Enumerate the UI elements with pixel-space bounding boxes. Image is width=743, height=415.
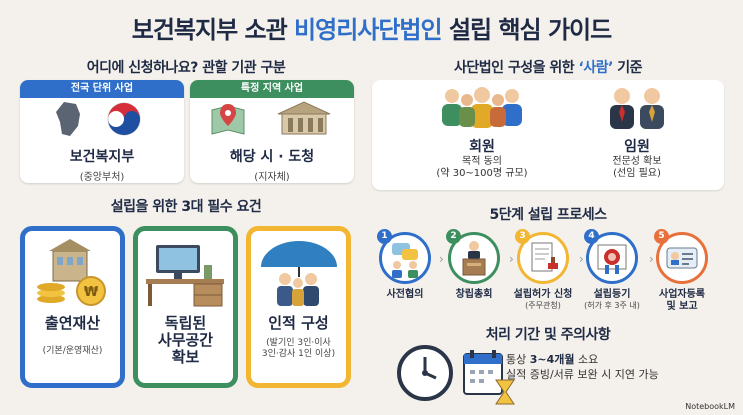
step-number: 2 — [446, 229, 461, 244]
step-label: 창립총회 — [455, 289, 493, 300]
step-label: 설립등기 — [593, 289, 631, 300]
arrow-right-icon: › — [579, 252, 584, 266]
brand-watermark: NotebookLM — [685, 402, 735, 411]
period-heading: 처리 기간 및 주의사항 — [485, 327, 611, 343]
arrow-right-icon: › — [439, 252, 444, 266]
korea-map-icon — [20, 98, 184, 140]
people-umbrella-icon — [251, 237, 346, 309]
requirement-title-line: 독립된 — [164, 314, 207, 332]
agency-heading: 어디에 신청하나요? 관할 기관 구분 — [86, 60, 286, 76]
requirement-note-line: 3인·감사 1인 이상) — [261, 349, 336, 359]
step-number: 4 — [584, 229, 599, 244]
title-prefix: 보건복지부 소관 — [131, 16, 295, 44]
agency-card-ministry: 전국 단위 사업 보건복지부 (중앙부처) — [20, 80, 184, 183]
step-number: 1 — [377, 229, 392, 244]
people-panel: 회원 목적 동의 (약 30~100명 규모) 임원 전문성 확보 (선임 필요… — [372, 80, 724, 190]
document-stamp-icon: 3 — [515, 229, 569, 284]
title-highlight: 비영리사단법인 — [294, 16, 443, 44]
requirements-heading: 설립을 위한 3대 필수 요건 — [110, 199, 262, 215]
people-heading: 사단법인 구성을 위한 ‘사람’ 기준 — [372, 57, 724, 77]
calendar-hourglass-icon — [460, 346, 516, 410]
requirement-title-line: 확보 — [171, 348, 200, 366]
requirement-title: 독립된 사무공간 확보 — [138, 315, 233, 366]
people-heading-suffix: 기준 — [612, 60, 643, 76]
people-heading-prefix: 사단법인 구성을 위한 — [453, 60, 579, 76]
chat-icon: 1 — [377, 229, 431, 284]
agency-name: 보건복지부 — [69, 149, 135, 165]
process-step-1: 1 사전협의 — [369, 229, 441, 301]
period-suffix: 소요 — [574, 353, 599, 366]
page-title: 보건복지부 소관 비영리사단법인 설립 핵심 가이드 — [0, 10, 743, 45]
period-line-2: 실적 증빙/서류 보완 시 지연 가능 — [506, 368, 659, 381]
period-prefix: 통상 — [506, 353, 530, 366]
crowd-icon — [412, 86, 552, 134]
people-group-officers: 임원 전문성 확보 (선임 필요) — [572, 86, 702, 180]
process-step-5: 5 사업자등록 및 보고 — [646, 229, 718, 313]
step-label: 설립허가 신청 — [513, 289, 573, 300]
step-label-line: 사업자등록 — [659, 289, 705, 300]
requirement-note: (발기인 3인·이사 3인·감사 1인 이상) — [251, 338, 346, 360]
people-group-name: 임원 — [624, 139, 650, 155]
svg-text:₩: ₩ — [84, 285, 99, 300]
process-step-4: 4 설립등기 (허가 후 3주 내) — [576, 229, 648, 311]
step-label-line: 및 보고 — [666, 301, 698, 312]
requirement-title: 인적 구성 — [268, 314, 329, 332]
step-note: (허가 후 3주 내) — [584, 301, 640, 310]
process-heading: 5단계 설립 프로세스 — [489, 207, 607, 223]
clock-icon — [396, 344, 454, 406]
arrow-right-icon: › — [509, 252, 514, 266]
office-desk-icon — [138, 237, 233, 309]
step-label: 사업자등록 및 보고 — [646, 289, 718, 313]
people-group-members: 회원 목적 동의 (약 30~100명 규모) — [412, 86, 552, 180]
podium-icon: 2 — [446, 229, 500, 284]
period-text: 통상 3~4개월 소요 실적 증빙/서류 보완 시 지연 가능 — [506, 352, 659, 382]
requirement-card-people: 인적 구성 (발기인 3인·이사 3인·감사 1인 이상) — [246, 226, 351, 388]
requirement-card-funds: ₩ 출연재산 (기본/운영재산) — [20, 226, 125, 388]
step-label: 사전협의 — [386, 289, 424, 300]
map-pin-icon — [190, 98, 354, 140]
step-number: 3 — [515, 229, 530, 244]
agency-name: 해당 시 · 도청 — [229, 149, 315, 165]
process-step-3: 3 설립허가 신청 (주무관청) — [507, 229, 579, 311]
people-group-desc: (약 30~100명 규모) — [436, 168, 528, 179]
people-heading-quote: ‘사람’ — [578, 60, 614, 76]
people-group-name: 회원 — [469, 139, 495, 155]
officers-icon — [572, 86, 702, 134]
people-group-desc: 전문성 확보 — [612, 156, 662, 167]
arrow-right-icon: › — [649, 252, 654, 266]
agency-card-province: 특정 지역 사업 해당 시 · 도청 (지자체) — [190, 80, 354, 183]
people-group-desc: (선임 필요) — [613, 168, 661, 179]
requirement-title-line: 사무공간 — [157, 331, 214, 349]
step-note: (주무관청) — [525, 301, 561, 310]
requirement-note: (기본/운영재산) — [42, 346, 103, 356]
requirement-card-office: 독립된 사무공간 확보 — [133, 226, 238, 388]
title-suffix: 설립 핵심 가이드 — [441, 16, 612, 44]
people-group-desc: 목적 동의 — [462, 156, 502, 167]
process-step-2: 2 창립총회 — [438, 229, 510, 301]
requirement-title: 출연재산 — [44, 314, 101, 332]
agency-bar: 전국 단위 사업 — [20, 80, 184, 98]
seal-certificate-icon: 4 — [584, 229, 638, 284]
agency-bar: 특정 지역 사업 — [190, 80, 354, 98]
agency-sub: (지자체) — [254, 172, 290, 183]
money-building-icon: ₩ — [25, 237, 120, 309]
period-line-1: 통상 3~4개월 소요 — [506, 352, 659, 367]
agency-sub: (중앙부처) — [79, 172, 125, 183]
step-number: 5 — [654, 229, 669, 244]
period-duration: 3~4개월 — [529, 353, 575, 366]
requirement-note-line: (발기인 3인·이사 — [266, 338, 331, 348]
id-card-icon: 5 — [654, 229, 708, 284]
